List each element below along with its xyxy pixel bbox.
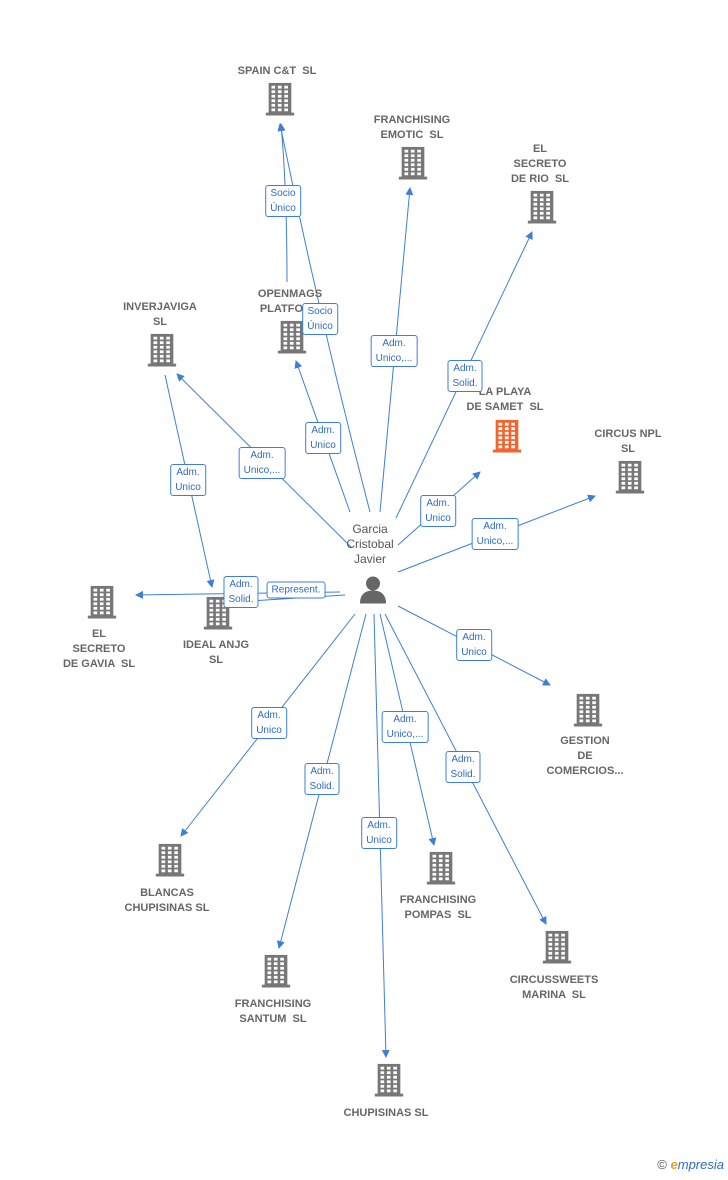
building-icon[interactable] [145, 333, 179, 372]
building-icon[interactable] [490, 419, 524, 458]
relation-label-el_secreto_gavia: Adm. Solid. [223, 576, 259, 608]
company-name[interactable]: FRANCHISING EMOTIC SL [373, 114, 451, 141]
company-name[interactable]: GESTION DE COMERCIOS... [546, 735, 624, 777]
copyright-symbol: © [657, 1157, 667, 1172]
company-name[interactable]: CIRCUS NPL SL [594, 428, 662, 455]
brand-logo-e: e [670, 1157, 678, 1172]
relation-label-ideal_anjg: Represent. [266, 581, 326, 599]
person-name[interactable]: Garcia Cristobal Javier [346, 522, 394, 566]
relation-label-openmags: Socio Único [302, 303, 338, 335]
relation-label-el_secreto_rio: Adm. Solid. [447, 360, 483, 392]
relation-label-franchising_pompas: Adm. Solid. [304, 763, 340, 795]
building-icon[interactable] [372, 1063, 406, 1102]
relation-label-circussweets_marina: Adm. Unico,... [381, 711, 429, 743]
relation-label-chupisinas: Adm. Unico [361, 817, 397, 849]
relation-label-blancas_chupisinas: Adm. Unico [251, 707, 287, 739]
company-name[interactable]: EL SECRETO DE RIO SL [510, 143, 570, 185]
company-name[interactable]: SPAIN C&T SL [237, 65, 317, 77]
building-icon[interactable] [525, 190, 559, 229]
building-icon[interactable] [540, 930, 574, 969]
footer-brand: © empresia [657, 1157, 724, 1172]
building-icon[interactable] [85, 585, 119, 624]
building-icon[interactable] [259, 954, 293, 993]
building-icon[interactable] [263, 82, 297, 121]
relation-label-inverjaviga: Adm. Unico,... [238, 447, 286, 479]
relation-label-ideal_anjg: Adm. Unico [170, 464, 206, 496]
relation-label-franchising_emotic: Adm. Unico,... [370, 335, 418, 367]
building-icon[interactable] [571, 693, 605, 732]
building-icon[interactable] [275, 320, 309, 359]
relation-label-franchising_santum: Adm. Solid. [445, 751, 481, 783]
building-icon[interactable] [424, 851, 458, 890]
company-name[interactable]: CHUPISINAS SL [343, 1107, 429, 1119]
building-icon[interactable] [153, 843, 187, 882]
company-name[interactable]: FRANCHISING POMPAS SL [399, 894, 477, 921]
company-name[interactable]: FRANCHISING SANTUM SL [234, 998, 312, 1025]
company-name[interactable]: LA PLAYA DE SAMET SL [466, 386, 544, 413]
company-name[interactable]: BLANCAS CHUPISINAS SL [124, 887, 210, 914]
relation-label-spain_ct: Socio Único [265, 185, 301, 217]
building-icon[interactable] [396, 146, 430, 185]
relation-label-gestion_comercios: Adm. Unico [456, 629, 492, 661]
person-icon[interactable] [358, 575, 388, 610]
brand-logo-text: mpresia [677, 1157, 724, 1172]
relation-label-circus_npl: Adm. Unico,... [471, 518, 519, 550]
company-name[interactable]: INVERJAVIGA SL [123, 301, 197, 328]
company-name[interactable]: CIRCUSSWEETS MARINA SL [509, 974, 599, 1001]
company-name[interactable]: EL SECRETO DE GAVIA SL [62, 628, 136, 670]
relation-label-openmags: Adm. Unico [305, 422, 341, 454]
relation-label-la_playa_samet: Adm. Unico [420, 495, 456, 527]
building-icon[interactable] [613, 460, 647, 499]
company-name[interactable]: IDEAL ANJG SL [182, 639, 250, 666]
